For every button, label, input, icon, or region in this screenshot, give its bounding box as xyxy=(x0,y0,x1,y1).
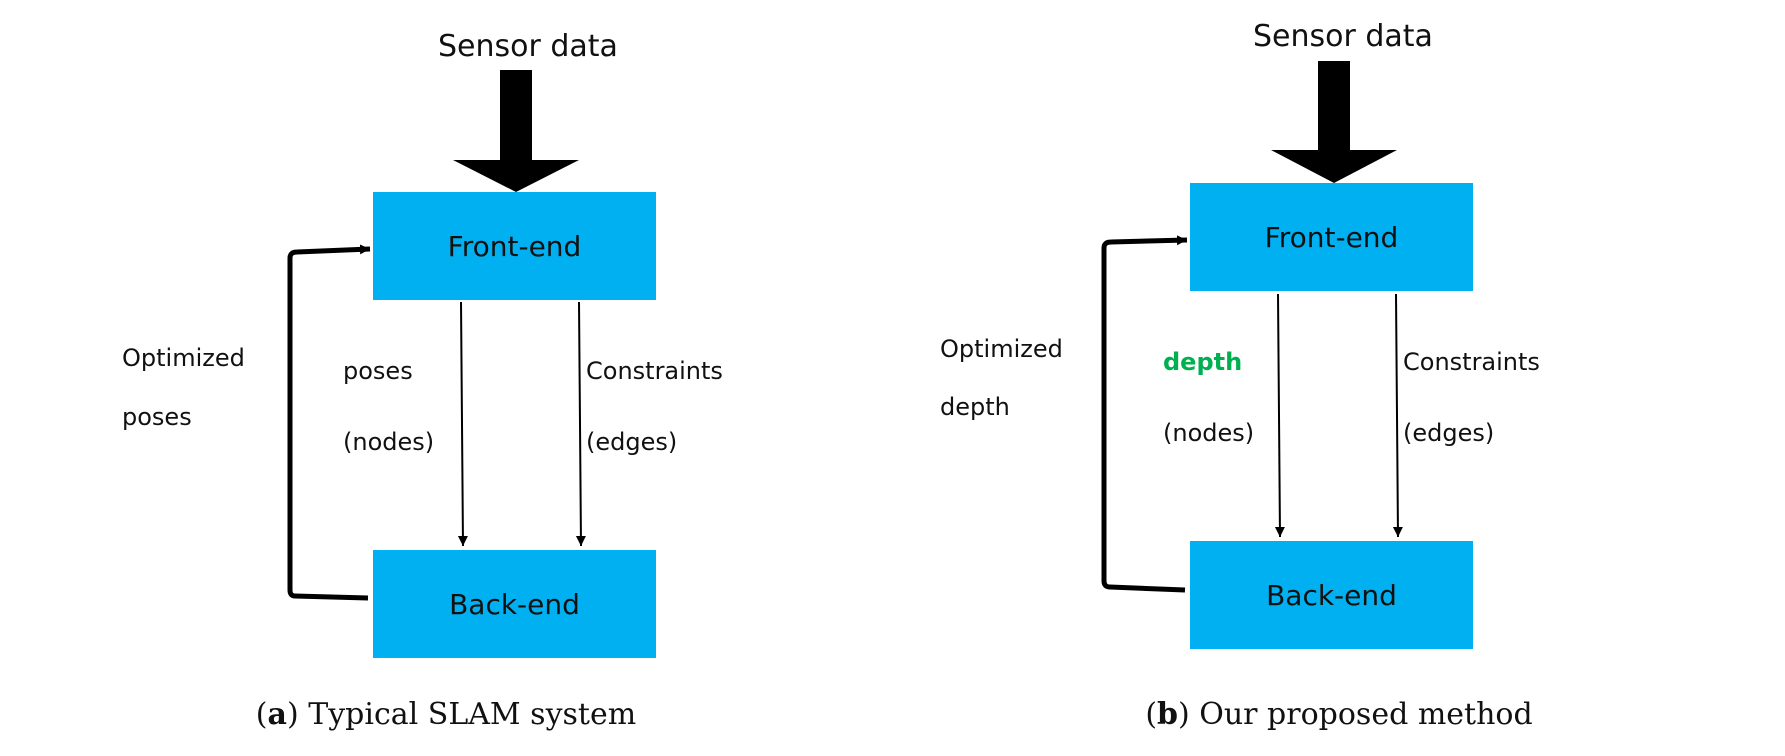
edges-arrow xyxy=(575,301,586,547)
nodes-label-line1: depth xyxy=(1163,348,1243,376)
back-end-label: Back-end xyxy=(449,587,580,621)
feedback-loop-arrow xyxy=(287,244,371,601)
sensor-input-arrow xyxy=(453,70,579,192)
nodes-arrow xyxy=(457,301,468,547)
nodes-label-line2: (nodes) xyxy=(1163,419,1255,447)
edges-label-line1: Constraints xyxy=(586,357,723,385)
feedback-loop-arrow xyxy=(1101,235,1188,593)
front-end-label: Front-end xyxy=(447,229,582,263)
edges-label-line2: (edges) xyxy=(1403,419,1495,447)
front-end-label: Front-end xyxy=(1264,220,1399,254)
caption-a: (a) Typical SLAM system xyxy=(255,697,637,732)
back-end-box: Back-end xyxy=(373,550,656,658)
edges-label-line2: (edges) xyxy=(586,428,678,456)
sensor-input-arrow xyxy=(1271,61,1397,183)
figure-a: Sensor data Front-end Back-end Optimized… xyxy=(0,0,892,756)
figure-a-arrows xyxy=(287,70,586,601)
sensor-data-label: Sensor data xyxy=(438,29,618,64)
nodes-arrow xyxy=(1274,293,1285,538)
figure-b-arrows xyxy=(1101,61,1403,593)
caption-b-text: Our proposed method xyxy=(1199,697,1533,732)
caption-a-letter: a xyxy=(267,697,287,732)
feedback-label-line1: Optimized xyxy=(940,335,1063,363)
caption-a-text: Typical SLAM system xyxy=(308,697,637,732)
nodes-label-line2: (nodes) xyxy=(343,428,435,456)
back-end-box: Back-end xyxy=(1190,541,1473,649)
caption-b-letter: b xyxy=(1157,697,1179,732)
feedback-label-line2: depth xyxy=(940,393,1010,421)
front-end-box: Front-end xyxy=(1190,183,1473,291)
edges-label-line1: Constraints xyxy=(1403,348,1540,376)
back-end-label: Back-end xyxy=(1266,578,1397,612)
caption-b: (b) Our proposed method xyxy=(1145,697,1533,732)
nodes-label-line1: poses xyxy=(343,357,413,385)
front-end-box: Front-end xyxy=(373,192,656,300)
edges-arrow xyxy=(1392,293,1403,538)
feedback-label-line1: Optimized xyxy=(122,344,245,372)
sensor-data-label: Sensor data xyxy=(1253,19,1433,54)
figure-b: Sensor data Front-end Back-end Optimized… xyxy=(893,0,1785,756)
feedback-label-line2: poses xyxy=(122,403,192,431)
